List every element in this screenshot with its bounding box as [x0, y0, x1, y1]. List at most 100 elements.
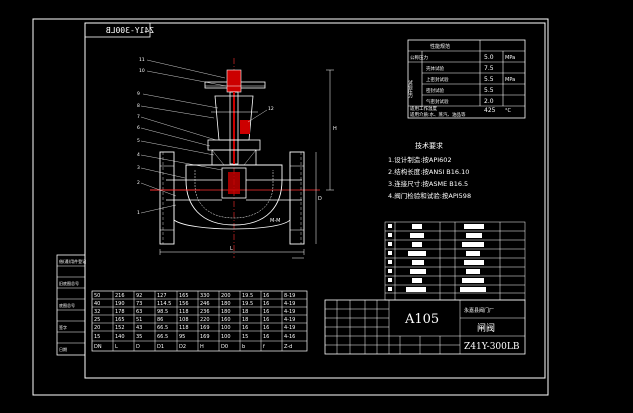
svg-text:A105: A105 [404, 312, 439, 327]
dimension-table-cell: 178 [115, 309, 125, 315]
dimension-table-cell: 246 [200, 301, 210, 307]
dimension-table-cell: 16 [263, 301, 269, 307]
dimension-table-cell: 220 [200, 317, 210, 323]
svg-text:永嘉县阀门厂: 永嘉县阀门厂 [464, 307, 494, 314]
technical-requirements: 技术要求 1.设计制造:按API602 2.结构长度:按ANSI B16.10 … [388, 141, 471, 200]
svg-text:4: 4 [137, 152, 140, 158]
left-registration-block: 借(通)用件登记 旧底图总号 底图总号 签字 日期 [56, 254, 86, 356]
svg-text:11: 11 [139, 57, 145, 63]
svg-text:MPa: MPa [505, 77, 515, 83]
svg-text:借(通)用件登记: 借(通)用件登记 [59, 258, 86, 264]
dimension-table-cell: 100 [221, 334, 231, 340]
parts-list-text-marks [388, 224, 486, 292]
dimension-table-cell: 156 [179, 301, 189, 307]
svg-text:5: 5 [137, 138, 140, 144]
title-tag-box [84, 22, 151, 38]
svg-text:签字: 签字 [59, 324, 67, 330]
svg-text:5.5: 5.5 [484, 76, 494, 83]
dimension-table-cell: 25 [94, 317, 100, 323]
svg-text:适用工作温度: 适用工作温度 [410, 105, 437, 112]
dimension-table-cell: 19.5 [242, 293, 253, 299]
dimension-table-cell: 8-19 [284, 293, 295, 299]
svg-text:技术要求: 技术要求 [415, 141, 443, 150]
svg-text:1.设计制造:按API602: 1.设计制造:按API602 [388, 155, 452, 164]
svg-text:日期: 日期 [59, 346, 67, 352]
svg-text:°C: °C [505, 108, 512, 114]
dimension-table-cell: 16 [263, 317, 269, 323]
dimension-table-cell: 4-16 [284, 334, 295, 340]
svg-text:性能规范: 性能规范 [430, 43, 450, 50]
dimension-table-cell: 63 [136, 309, 142, 315]
dimension-table-cell: H [200, 344, 204, 350]
dimension-table-cell: 20 [94, 325, 100, 331]
svg-text:425: 425 [484, 107, 496, 114]
svg-text:旧底图总号: 旧底图总号 [59, 280, 79, 286]
dimension-table-cell: 127 [157, 293, 167, 299]
svg-text:试验压力: 试验压力 [408, 79, 413, 100]
svg-text:H: H [333, 126, 337, 132]
dimension-table-cell: 4-19 [284, 325, 295, 331]
svg-text:7.5: 7.5 [484, 65, 494, 72]
svg-text:5.5: 5.5 [484, 87, 494, 94]
dimension-table-cell: DN [94, 344, 102, 350]
dimension-table-cell: 4-19 [284, 309, 295, 315]
svg-text:1: 1 [137, 210, 140, 216]
dimension-table-cell: 15 [94, 334, 100, 340]
svg-text:闸阀: 闸阀 [477, 323, 495, 334]
dimension-table-cell: 140 [115, 334, 125, 340]
dimension-table-cell: 4-19 [284, 317, 295, 323]
svg-text:气密封试验: 气密封试验 [426, 98, 449, 105]
dimension-table-cell: b [242, 344, 245, 350]
dimension-table-cell: 18 [242, 317, 248, 323]
dimension-table-cell: 32 [94, 309, 100, 315]
valve-section-view: L H D M-M 11 10 9 8 7 6 5 4 [137, 57, 337, 259]
svg-text:L: L [230, 246, 233, 252]
svg-text:底图总号: 底图总号 [59, 302, 75, 308]
dimension-table-cell: 236 [200, 309, 210, 315]
dimension-table-cell: 66.5 [157, 334, 168, 340]
dimension-table-cell: L [115, 344, 118, 350]
svg-text:9: 9 [137, 91, 140, 97]
dimension-table-cell: 160 [221, 317, 231, 323]
svg-text:3: 3 [137, 165, 140, 171]
dimension-table-cell: 100 [221, 325, 231, 331]
dimension-table-cell: D1 [157, 344, 164, 350]
dimension-table-cell: 108 [179, 317, 189, 323]
dimension-table-cell: 73 [136, 301, 142, 307]
dimension-table-cell: 169 [200, 334, 210, 340]
dimension-table-cell: 152 [115, 325, 125, 331]
dimension-table-cell: D0 [221, 344, 228, 350]
sheet-border-outer [32, 18, 549, 396]
dimension-table-cell: 35 [136, 334, 142, 340]
dimension-table-cell: 114.5 [157, 301, 171, 307]
svg-text:5.0: 5.0 [484, 54, 494, 61]
dimension-table-cell: 19.5 [242, 301, 253, 307]
svg-text:4.阀门检验和试验:按API598: 4.阀门检验和试验:按API598 [388, 191, 471, 200]
dimension-table-cell: 330 [200, 293, 210, 299]
svg-text:2.结构长度:按ANSI B16.10: 2.结构长度:按ANSI B16.10 [388, 167, 469, 176]
dimension-table-cell: 98.5 [157, 309, 168, 315]
dimension-table-cell: 40 [94, 301, 100, 307]
dimension-table-cell: 43 [136, 325, 142, 331]
svg-text:2: 2 [137, 180, 140, 186]
svg-text:2.0: 2.0 [484, 98, 494, 105]
title-tag-mirrored: Z41Y-300LB [106, 26, 154, 35]
svg-text:6: 6 [137, 125, 140, 131]
svg-text:MPa: MPa [505, 55, 515, 61]
dimension-table-cell: 86 [157, 317, 163, 323]
dimension-table-cell: 51 [136, 317, 142, 323]
dimension-table-cell: 216 [115, 293, 125, 299]
dimension-table-cell: 200 [221, 293, 231, 299]
dimension-table-cell: 16 [263, 325, 269, 331]
dimension-table-cell: 118 [179, 309, 189, 315]
dimension-table-cell: 16 [263, 334, 269, 340]
svg-text:上密封试验: 上密封试验 [426, 76, 449, 83]
svg-text:公称压力: 公称压力 [410, 54, 428, 61]
svg-text:密封试验: 密封试验 [426, 87, 444, 94]
dimension-table-cell: 16 [242, 325, 248, 331]
svg-text:D: D [318, 196, 322, 202]
dimension-table-cell: 190 [115, 301, 125, 307]
